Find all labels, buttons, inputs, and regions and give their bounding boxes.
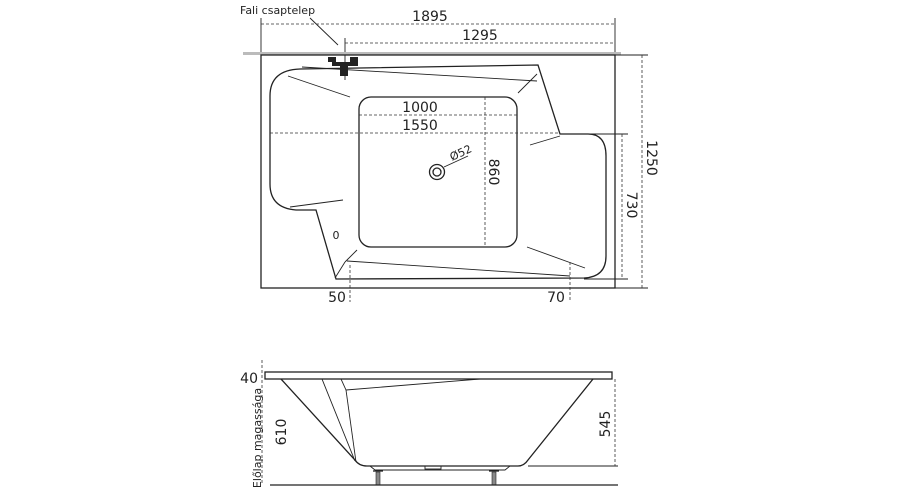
dim-610: 610: [274, 419, 290, 446]
drain-diameter: Ø52: [448, 142, 474, 163]
dim-70: 70: [547, 290, 565, 306]
leg-icon: [489, 470, 499, 486]
faucet-icon: [328, 57, 358, 76]
dim-50: 50: [328, 290, 346, 306]
dim-1250: 1250: [643, 140, 659, 176]
drain-icon: [428, 163, 446, 181]
faucet-label: Fali csaptelep: [240, 4, 315, 17]
dim-1295: 1295: [462, 28, 498, 44]
faucet-leader: [309, 17, 339, 46]
outer-rim: [260, 54, 616, 289]
overflow-mark: 0: [333, 229, 340, 242]
tub-rim: [264, 371, 613, 380]
dim-545: 545: [598, 411, 614, 438]
tub-contour-lines: [287, 66, 586, 279]
top-view: Fali csaptelep 1895 1295 0: [240, 4, 659, 306]
tub-profile: [280, 378, 594, 467]
dim-1895: 1895: [412, 9, 448, 25]
leg-icon: [373, 470, 383, 486]
drain-leader: [443, 155, 469, 168]
dim-1550: 1550: [402, 118, 438, 134]
dim-40: 40: [240, 371, 258, 387]
dim-1000: 1000: [402, 100, 438, 116]
side-view: 40 Előlap magassága 610 545: [240, 360, 618, 488]
basin: [358, 96, 518, 248]
front-panel-label: Előlap magassága: [251, 388, 264, 488]
dim-730: 730: [623, 192, 639, 219]
tub-outline: [269, 64, 607, 280]
profile-contour-lines: [321, 378, 511, 471]
dim-860: 860: [485, 159, 501, 186]
